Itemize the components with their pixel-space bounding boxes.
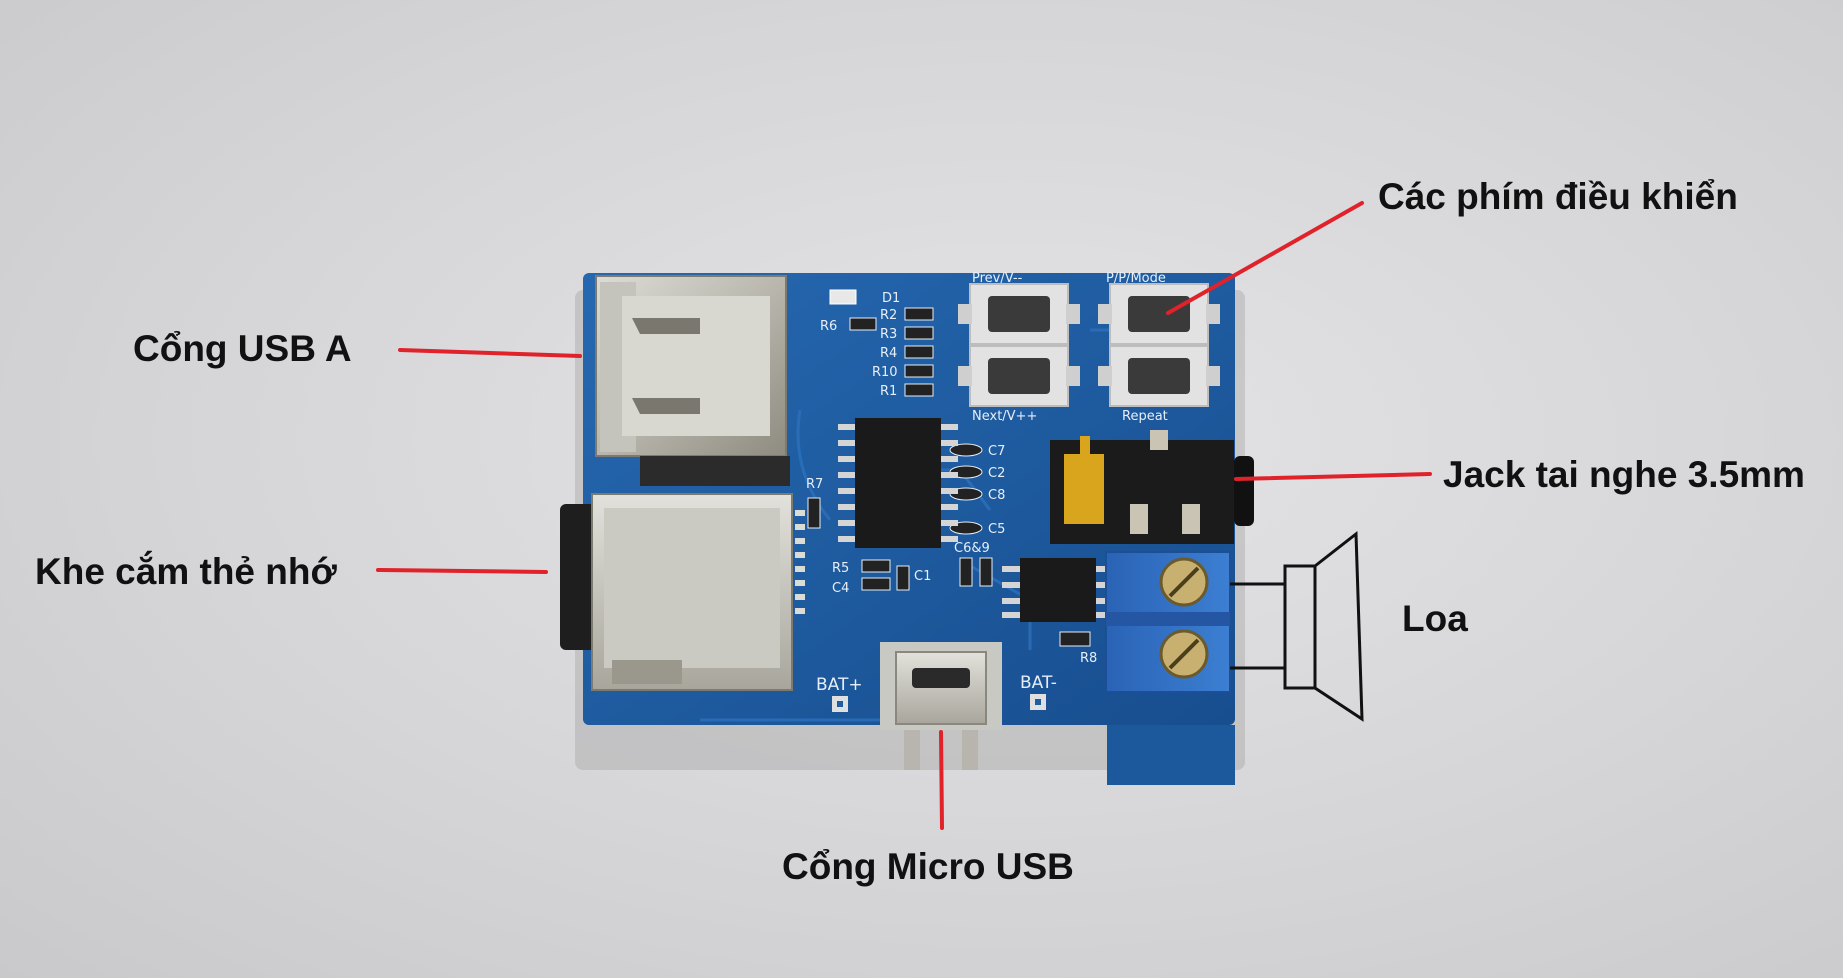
button-prev-vol	[958, 283, 1080, 345]
silk-c1: C1	[914, 569, 931, 584]
silk-c6: C6&9	[954, 541, 990, 556]
silk-r8: R8	[1080, 651, 1097, 666]
silk-bat-plus: BAT+	[816, 675, 863, 695]
label-usb-a-port: Cổng USB A	[133, 328, 352, 369]
label-control-buttons: Các phím điều khiển	[1378, 176, 1738, 217]
jack-pointer	[1234, 472, 1432, 481]
button-next-vol	[958, 345, 1080, 407]
sd-pointer	[376, 568, 548, 574]
micro-usb-port	[880, 642, 1002, 770]
silk-c2: C2	[988, 466, 1005, 481]
silk-r1: R1	[880, 384, 897, 399]
silk-c5: C5	[988, 522, 1005, 537]
headphone-jack	[1050, 430, 1254, 544]
silk-c8: C8	[988, 488, 1005, 503]
label-micro-usb-port: Cổng Micro USB	[782, 846, 1074, 887]
silk-r10: R10	[872, 365, 898, 380]
silk-r7: R7	[806, 477, 823, 492]
usb-a-port	[595, 275, 790, 486]
silkscreen-text: Prev/V-- P/P/Mode Next/V++ Repeat BAT+ B…	[806, 271, 1168, 695]
main-ic-chip	[838, 418, 958, 548]
silk-c4: C4	[832, 581, 849, 596]
silk-r6: R6	[820, 319, 837, 334]
label-headphone-jack: Jack tai nghe 3.5mm	[1443, 454, 1805, 495]
silk-repeat: Repeat	[1122, 409, 1168, 424]
silk-r3: R3	[880, 327, 897, 342]
label-speaker: Loa	[1402, 598, 1468, 639]
silk-r4: R4	[880, 346, 897, 361]
usb-a-pointer	[398, 348, 582, 358]
annotation-lines	[376, 201, 1432, 830]
silk-d1: D1	[882, 291, 900, 306]
silk-c7: C7	[988, 444, 1005, 459]
speaker-terminal-block	[1105, 551, 1231, 693]
silk-next-vol: Next/V++	[972, 409, 1037, 424]
controls-pointer	[1166, 201, 1364, 315]
battery-pads	[832, 694, 1046, 712]
speaker-symbol	[1230, 531, 1364, 722]
micro-usb-pointer	[939, 730, 944, 830]
silk-r5: R5	[832, 561, 849, 576]
silk-play-mode: P/P/Mode	[1106, 271, 1166, 286]
button-repeat	[1098, 345, 1220, 407]
sd-card-slot	[560, 493, 805, 691]
label-sd-card-slot: Khe cắm thẻ nhớ	[35, 551, 337, 592]
silk-r2: R2	[880, 308, 897, 323]
button-play-pause-mode	[1098, 283, 1220, 345]
control-buttons	[958, 283, 1220, 407]
silk-bat-minus: BAT-	[1020, 673, 1057, 693]
silk-prev-vol: Prev/V--	[972, 271, 1023, 286]
